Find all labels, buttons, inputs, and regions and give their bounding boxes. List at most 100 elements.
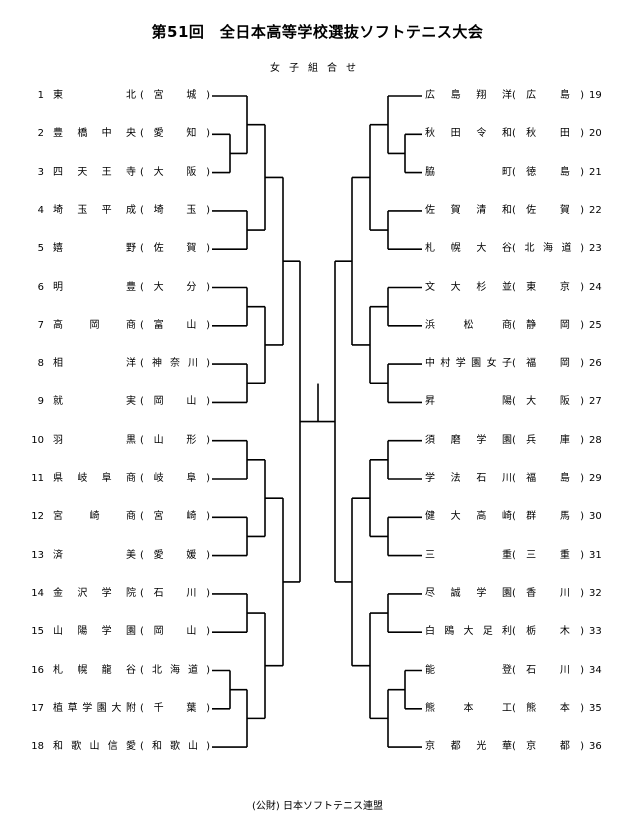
seed-number: 22 <box>589 204 602 216</box>
prefecture: (愛 知) <box>140 128 210 140</box>
prefecture: (東 京) <box>512 281 584 293</box>
seed-number: 26 <box>589 358 602 370</box>
seed-number: 35 <box>589 702 602 714</box>
prefecture: (北海道) <box>512 243 584 255</box>
school-name: 中村学園女子 <box>425 358 512 370</box>
seed-number: 4 <box>37 204 44 216</box>
school-name: 佐賀清和 <box>425 204 512 216</box>
school-name: 熊 本 工 <box>425 702 512 714</box>
prefecture: (三 重) <box>512 549 584 561</box>
prefecture: (千 葉) <box>140 702 210 714</box>
prefecture: (岡 山) <box>140 396 210 408</box>
prefecture: (静 岡) <box>512 319 584 331</box>
school-name: 札幌龍谷 <box>53 664 136 676</box>
seed-number: 16 <box>31 664 44 676</box>
seed-number: 24 <box>589 281 602 293</box>
prefecture: (愛 媛) <box>140 549 210 561</box>
school-name: 四天王寺 <box>53 166 136 178</box>
school-name: 埼玉平成 <box>53 204 136 216</box>
school-name: 羽 黒 <box>53 434 136 446</box>
seed-number: 31 <box>589 549 602 561</box>
school-name: 京都光華 <box>425 741 512 753</box>
prefecture: (石 川) <box>512 664 584 676</box>
entry-row: 33 白鴎大足利(栃 木) <box>0 625 635 639</box>
entry-row: 31 三 重(三 重) <box>0 549 635 563</box>
seed-number: 13 <box>31 549 44 561</box>
entry-row: 3 四天王寺 (大 阪) <box>0 166 635 180</box>
seed-number: 33 <box>589 626 602 638</box>
page-subtitle: 女子組合せ <box>270 63 365 74</box>
school-name: 浜 松 商 <box>425 319 512 331</box>
seed-number: 12 <box>31 511 44 523</box>
seed-number: 14 <box>31 587 44 599</box>
prefecture: (石 川) <box>140 587 210 599</box>
entry-row: 20 秋田令和(秋 田) <box>0 127 635 141</box>
seed-number: 3 <box>37 166 44 178</box>
school-name: 山陽学園 <box>53 626 136 638</box>
entry-row: 23 札幌大谷(北海道) <box>0 242 635 256</box>
seed-number: 30 <box>589 511 602 523</box>
school-name: 脇 町 <box>425 166 512 178</box>
prefecture: (神奈川) <box>140 358 210 370</box>
seed-number: 2 <box>37 128 44 140</box>
seed-number: 36 <box>589 741 602 753</box>
school-name: 秋田令和 <box>425 128 512 140</box>
school-name: 尽誠学園 <box>425 587 512 599</box>
seed-number: 27 <box>589 396 602 408</box>
seed-number: 29 <box>589 473 602 484</box>
seed-number: 28 <box>589 434 602 446</box>
school-name: 白鴎大足利 <box>425 626 512 638</box>
school-name: 札幌大谷 <box>425 243 512 255</box>
prefecture: (栃 木) <box>512 626 584 638</box>
prefecture: (熊 本) <box>512 702 584 714</box>
school-name: 県岐阜商 <box>53 473 136 484</box>
prefecture: (宮 城) <box>140 90 210 101</box>
school-name: 就 実 <box>53 396 136 408</box>
seed-number: 34 <box>589 664 602 676</box>
seed-number: 11 <box>31 473 44 484</box>
school-name: 三 重 <box>425 549 512 561</box>
prefecture: (秋 田) <box>512 128 584 140</box>
school-name: 宮 崎 商 <box>53 511 136 523</box>
seed-number: 23 <box>589 243 602 255</box>
school-name: 能 登 <box>425 664 512 676</box>
seed-number: 19 <box>589 90 602 101</box>
school-name: 和歌山信愛 <box>53 741 136 753</box>
seed-number: 6 <box>37 281 44 293</box>
prefecture: (大 分) <box>140 281 210 293</box>
seed-number: 9 <box>37 396 44 408</box>
seed-number: 32 <box>589 587 602 599</box>
school-name: 明 豊 <box>53 281 136 293</box>
prefecture: (宮 崎) <box>140 511 210 523</box>
school-name: 昇 陽 <box>425 396 512 408</box>
entry-row: 6 明 豊 (大 分) <box>0 281 635 295</box>
school-name: 学法石川 <box>425 473 512 484</box>
prefecture: (大 阪) <box>140 166 210 178</box>
entry-row: 35 熊 本 工(熊 本) <box>0 702 635 716</box>
seed-number: 20 <box>589 128 602 140</box>
school-name: 須磨学園 <box>425 434 512 446</box>
prefecture: (福 島) <box>512 473 584 484</box>
prefecture: (福 岡) <box>512 358 584 370</box>
prefecture: (佐 賀) <box>140 243 210 255</box>
prefecture: (大 阪) <box>512 396 584 408</box>
prefecture: (広 島) <box>512 90 584 101</box>
school-name: 豊橋中央 <box>53 128 136 140</box>
school-name: 植草学園大附 <box>53 702 136 714</box>
